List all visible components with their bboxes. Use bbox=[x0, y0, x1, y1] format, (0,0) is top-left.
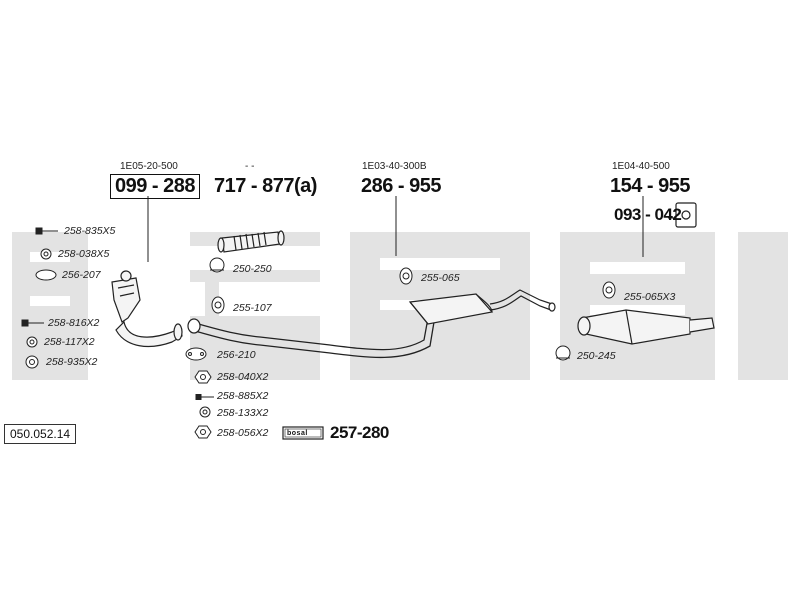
left-fitting-2: 258-038X5 bbox=[58, 248, 110, 260]
rear-code: 1E04-40-500 bbox=[612, 161, 670, 172]
nut-icon bbox=[194, 370, 212, 384]
left-fitting-icons bbox=[21, 227, 58, 369]
center-fitting-7: 258-056X2 bbox=[217, 427, 269, 439]
washer-icon bbox=[199, 406, 211, 418]
nut-icon bbox=[40, 248, 52, 260]
middle-fitting-1: 255-065 bbox=[421, 272, 460, 284]
rear-silencer bbox=[577, 309, 715, 345]
washer-icon bbox=[26, 336, 38, 348]
gasket-icon bbox=[35, 269, 57, 281]
left-fitting-5: 258-117X2 bbox=[44, 336, 95, 348]
rear-fitting-2: 250-245 bbox=[577, 350, 616, 362]
flex-pipe-section bbox=[217, 230, 285, 253]
middle-fitting-icons bbox=[399, 267, 413, 285]
bosal-kit-badge bbox=[282, 426, 324, 440]
bolt-icon bbox=[195, 394, 214, 400]
nut-icon bbox=[25, 355, 39, 369]
gasket-icon bbox=[185, 347, 207, 361]
left-fitting-6: 258-935X2 bbox=[46, 356, 98, 368]
left-fitting-1: 258-835X5 bbox=[64, 225, 116, 237]
center-fitting-4: 258-040X2 bbox=[217, 371, 269, 383]
center-fitting-6: 258-133X2 bbox=[217, 407, 269, 419]
clamp-icon bbox=[555, 345, 571, 361]
flange-center bbox=[187, 318, 201, 334]
center-fitting-5: 258-885X2 bbox=[217, 390, 269, 402]
bracket-part-number: 093 - 042 bbox=[614, 205, 682, 224]
left-fitting-3: 256-207 bbox=[62, 269, 101, 281]
bosal-badge-text: bosal bbox=[287, 430, 308, 437]
rear-fitting-icons bbox=[555, 281, 616, 361]
front-part-number: 099 - 288 bbox=[110, 174, 201, 199]
bracket-part bbox=[675, 202, 697, 228]
center-fitting-icons bbox=[185, 257, 225, 439]
hanger-icon bbox=[399, 267, 413, 285]
center-fitting-3: 256-210 bbox=[217, 349, 256, 361]
middle-silencer bbox=[408, 289, 556, 325]
bolt-icon bbox=[35, 227, 58, 235]
rear-fitting-1: 255-065X3 bbox=[624, 291, 676, 303]
clamp-icon bbox=[209, 257, 225, 273]
flex-part-number: 717 - 877(a) bbox=[214, 175, 317, 197]
front-code: 1E05-20-500 bbox=[120, 161, 178, 172]
left-fitting-4: 258-816X2 bbox=[48, 317, 100, 329]
catalog-number: 050.052.14 bbox=[4, 424, 77, 444]
exhaust-pipe-route bbox=[189, 317, 435, 359]
rear-part-number: 154 - 955 bbox=[610, 175, 691, 197]
bolt-icon bbox=[21, 319, 44, 327]
center-fitting-2: 255-107 bbox=[233, 302, 272, 314]
front-catalytic-converter bbox=[111, 270, 183, 348]
hanger-icon bbox=[211, 296, 225, 314]
middle-code: 1E03-40-300B bbox=[362, 161, 427, 172]
nut-icon bbox=[194, 425, 212, 439]
middle-part-number: 286 - 955 bbox=[361, 175, 442, 197]
flex-code: - - bbox=[245, 161, 255, 172]
leader-lines bbox=[147, 196, 674, 262]
hanger-icon bbox=[602, 281, 616, 299]
bosal-kit-number: 257-280 bbox=[330, 423, 389, 442]
center-fitting-1: 250-250 bbox=[233, 263, 272, 275]
